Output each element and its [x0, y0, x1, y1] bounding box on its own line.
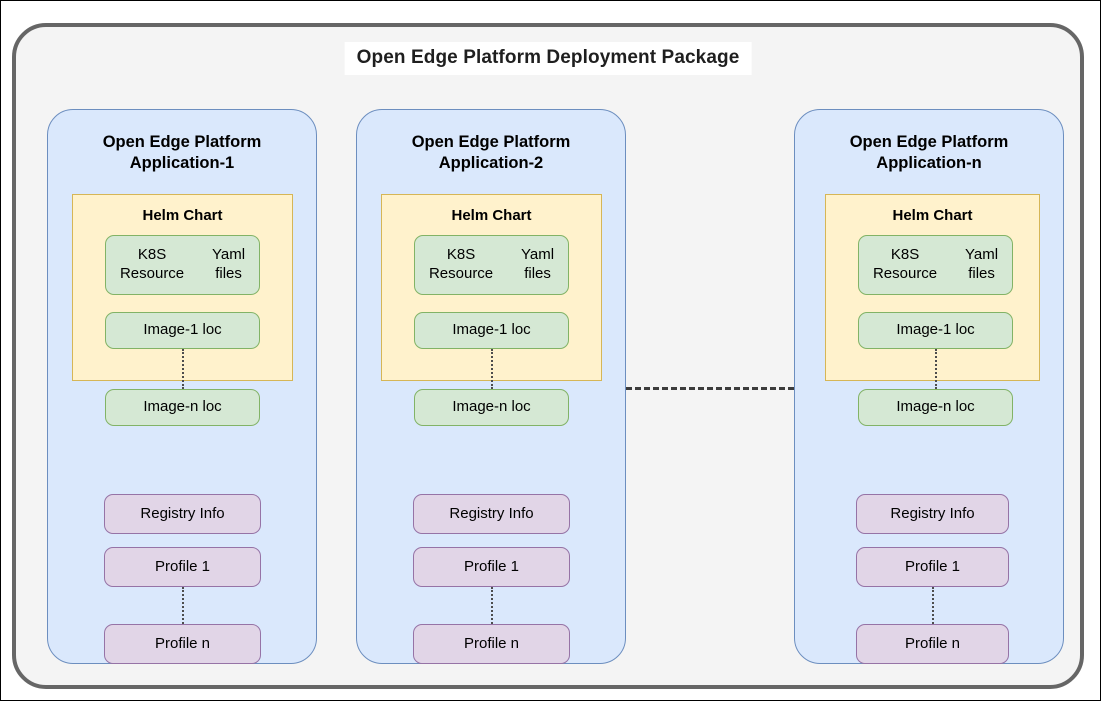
- image-list-dotted-connector-1: [182, 349, 184, 389]
- profile-list-dotted-connector-2: [491, 587, 493, 624]
- helm-chart-panel-n: Helm Chart K8S Resource Yaml files Image…: [825, 194, 1040, 426]
- image-n-loc-box-2[interactable]: Image-n loc: [414, 389, 569, 426]
- profile-1-box-n[interactable]: Profile 1: [856, 547, 1009, 587]
- registry-info-box-2[interactable]: Registry Info: [413, 494, 570, 534]
- helm-chart-title-2: Helm Chart: [451, 207, 532, 224]
- registry-info-box-n[interactable]: Registry Info: [856, 494, 1009, 534]
- profile-n-box-n[interactable]: Profile n: [856, 624, 1009, 664]
- k8s-label-2b: Yaml files: [521, 246, 555, 282]
- k8s-resource-yaml-box-1[interactable]: K8S Resource Yaml files: [105, 235, 260, 295]
- image-1-loc-box-1[interactable]: Image-1 loc: [105, 312, 260, 349]
- appn-title-line2: Application-n: [876, 154, 982, 173]
- profile-list-dotted-connector-n: [932, 587, 934, 624]
- k8s-label-nb: Yaml files: [965, 246, 999, 282]
- application-card-1[interactable]: Open Edge Platform Application-1 Helm Ch…: [47, 109, 317, 664]
- app2-title-line2: Application-2: [438, 154, 544, 173]
- k8s-resource-yaml-box-2[interactable]: K8S Resource Yaml files: [414, 235, 569, 295]
- image-1-loc-box-2[interactable]: Image-1 loc: [414, 312, 569, 349]
- application-card-2[interactable]: Open Edge Platform Application-2 Helm Ch…: [356, 109, 626, 664]
- helm-chart-title-1: Helm Chart: [142, 207, 223, 224]
- application-card-2-title: Open Edge Platform Application-2: [357, 132, 625, 174]
- helm-chart-title-n: Helm Chart: [892, 207, 973, 224]
- k8s-label-2a: K8S Resource: [428, 246, 494, 282]
- application-card-n-title: Open Edge Platform Application-n: [795, 132, 1063, 174]
- app2-title-line1: Open Edge Platform: [411, 133, 571, 151]
- registry-info-box-1[interactable]: Registry Info: [104, 494, 261, 534]
- helm-chart-panel-1: Helm Chart K8S Resource Yaml files Image…: [72, 194, 293, 426]
- application-card-n[interactable]: Open Edge Platform Application-n Helm Ch…: [794, 109, 1064, 664]
- image-n-loc-box-1[interactable]: Image-n loc: [105, 389, 260, 426]
- profile-list-dotted-connector-1: [182, 587, 184, 624]
- k8s-resource-yaml-box-n[interactable]: K8S Resource Yaml files: [858, 235, 1013, 295]
- deployment-package-container: Open Edge Platform Deployment Package Op…: [12, 23, 1084, 689]
- inter-application-dashed-connector: [626, 387, 794, 390]
- application-card-1-title: Open Edge Platform Application-1: [48, 132, 316, 174]
- k8s-label-1b: Yaml files: [212, 246, 246, 282]
- profile-n-box-2[interactable]: Profile n: [413, 624, 570, 664]
- profile-1-box-1[interactable]: Profile 1: [104, 547, 261, 587]
- app1-title-line1: Open Edge Platform: [102, 133, 262, 151]
- image-list-dotted-connector-2: [491, 349, 493, 389]
- k8s-label-1a: K8S Resource: [119, 246, 185, 282]
- profile-n-box-1[interactable]: Profile n: [104, 624, 261, 664]
- image-n-loc-box-n[interactable]: Image-n loc: [858, 389, 1013, 426]
- image-1-loc-box-n[interactable]: Image-1 loc: [858, 312, 1013, 349]
- helm-chart-panel-2: Helm Chart K8S Resource Yaml files Image…: [381, 194, 602, 426]
- app1-title-line2: Application-1: [129, 154, 235, 173]
- k8s-label-na: K8S Resource: [872, 246, 938, 282]
- profile-1-box-2[interactable]: Profile 1: [413, 547, 570, 587]
- image-list-dotted-connector-n: [935, 349, 937, 389]
- package-title: Open Edge Platform Deployment Package: [344, 42, 752, 75]
- appn-title-line1: Open Edge Platform: [849, 133, 1009, 151]
